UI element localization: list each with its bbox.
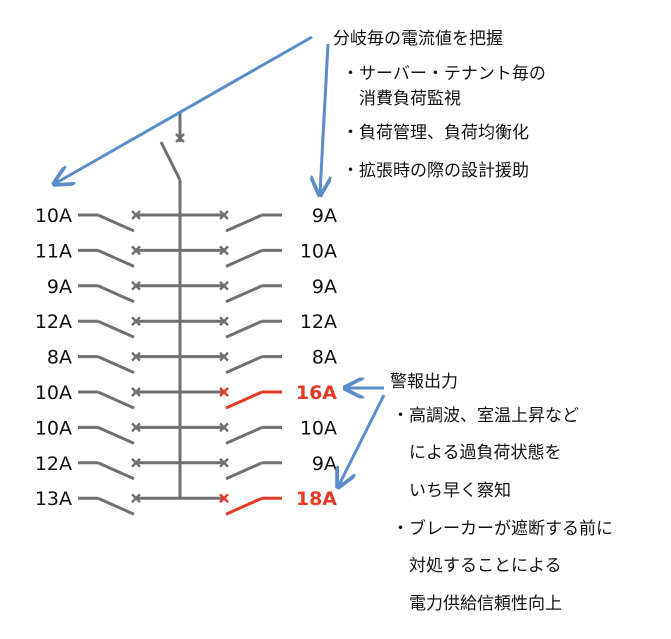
main-switch-blade <box>159 141 182 181</box>
left-breaker-cross-icon <box>131 210 141 220</box>
branch-row: 10A 10A <box>35 417 337 445</box>
monitor-bullet-3: ・拡張時の際の設計援助 <box>342 161 529 181</box>
left-current-label: 10A <box>35 417 72 439</box>
left-breaker-cross-icon <box>131 351 141 362</box>
right-switch-blade-alarm <box>225 390 263 410</box>
right-switch-blade <box>225 355 263 374</box>
right-breaker-cross-icon <box>219 210 229 220</box>
right-current-alarm-label: 18A <box>296 488 337 510</box>
branch-row: 10A 9A <box>35 205 337 233</box>
monitor-annotation: 分岐毎の電流値を把握 ・サーバー・テナント毎の 消費負荷監視 ・負荷管理、負荷均… <box>333 29 546 181</box>
left-current-label: 12A <box>35 311 72 333</box>
left-breaker-cross-icon <box>131 280 141 291</box>
left-switch-blade <box>97 319 135 339</box>
branch-row: 12A 12A <box>35 311 337 339</box>
right-breaker-cross-icon <box>219 280 229 291</box>
left-current-label: 12A <box>35 453 72 475</box>
left-breaker-cross-icon <box>131 493 141 504</box>
right-switch-blade <box>225 249 263 268</box>
right-current-label: 9A <box>312 205 337 227</box>
right-breaker-cross-icon <box>219 457 229 468</box>
main-breaker <box>159 112 185 497</box>
branch-row: 10A 16A <box>35 382 337 410</box>
right-switch-blade <box>225 461 263 481</box>
left-breaker-cross-icon <box>131 457 141 468</box>
main-breaker-cross-icon <box>175 133 185 143</box>
branch-circuits: 10A 9A 11A 10A 9A 9A 12A 12A 8A 8A 10A 16A 10A 10A 12A… <box>35 205 337 516</box>
left-breaker-cross-icon <box>131 387 141 397</box>
right-current-label: 12A <box>300 311 337 333</box>
right-current-label: 8A <box>312 347 337 369</box>
branch-row: 11A 10A <box>35 240 337 268</box>
left-current-label: 9A <box>47 276 72 298</box>
branch-row: 8A 8A <box>47 347 337 374</box>
left-switch-blade <box>97 249 135 268</box>
right-breaker-cross-icon <box>219 316 229 327</box>
left-current-label: 8A <box>47 347 72 369</box>
left-switch-blade <box>97 390 135 410</box>
right-switch-blade <box>225 319 263 339</box>
monitor-bullet-1-line-1: ・サーバー・テナント毎の <box>342 64 546 84</box>
alarm-bullet-2-line-1: ・ブレーカーが遮断する前に <box>392 518 613 539</box>
monitor-arrow-right <box>320 43 328 193</box>
left-current-label: 10A <box>35 205 72 227</box>
monitor-arrow-left <box>56 35 313 183</box>
left-switch-blade <box>97 426 135 445</box>
right-current-label: 9A <box>312 453 337 475</box>
annotation-arrows <box>56 35 386 485</box>
left-current-label: 10A <box>35 382 72 404</box>
left-current-label: 13A <box>35 488 72 510</box>
alarm-arrow-down <box>339 394 386 485</box>
right-breaker-alarm-cross-icon <box>219 493 229 504</box>
left-breaker-cross-icon <box>131 245 141 256</box>
left-switch-blade <box>97 461 135 481</box>
alarm-annotation: 警報出力 ・高調波、室温上昇など による過負荷状態を いち早く察知 ・ブレーカー… <box>390 372 613 614</box>
left-breaker-cross-icon <box>131 422 141 433</box>
right-breaker-alarm-cross-icon <box>219 387 229 397</box>
alarm-bullet-1-line-2: による過負荷状態を <box>409 443 562 463</box>
right-current-label: 9A <box>312 276 337 298</box>
left-switch-blade <box>97 213 135 233</box>
left-breaker-cross-icon <box>131 316 141 327</box>
branch-row: 12A 9A <box>35 453 337 481</box>
monitor-bullet-1-line-2: 消費負荷監視 <box>359 89 461 109</box>
right-current-alarm-label: 16A <box>296 382 337 404</box>
left-current-label: 11A <box>35 240 72 262</box>
right-current-label: 10A <box>300 417 337 439</box>
alarm-title: 警報出力 <box>390 372 458 392</box>
right-breaker-cross-icon <box>219 245 229 256</box>
alarm-bullet-2-line-3: 電力供給信頼性向上 <box>409 594 562 614</box>
left-switch-blade <box>97 284 135 304</box>
alarm-bullet-1-line-1: ・高調波、室温上昇など <box>392 406 579 426</box>
branch-row: 9A 9A <box>47 276 337 304</box>
alarm-bullet-2-line-2: 対処することによる <box>409 556 562 576</box>
right-breaker-cross-icon <box>219 422 229 433</box>
monitor-bullet-2: ・負荷管理、負荷均衡化 <box>342 123 529 143</box>
right-current-label: 10A <box>300 240 337 262</box>
right-switch-blade <box>225 426 263 445</box>
alarm-bullet-1-line-3: いち早く察知 <box>409 481 511 501</box>
right-breaker-cross-icon <box>219 351 229 362</box>
left-switch-blade <box>97 496 135 516</box>
right-switch-blade <box>225 213 263 233</box>
monitor-title: 分岐毎の電流値を把握 <box>333 29 503 49</box>
branch-row: 13A 18A <box>35 488 337 516</box>
left-switch-blade <box>97 355 135 374</box>
right-switch-blade <box>225 284 263 304</box>
right-switch-blade-alarm <box>225 496 263 516</box>
